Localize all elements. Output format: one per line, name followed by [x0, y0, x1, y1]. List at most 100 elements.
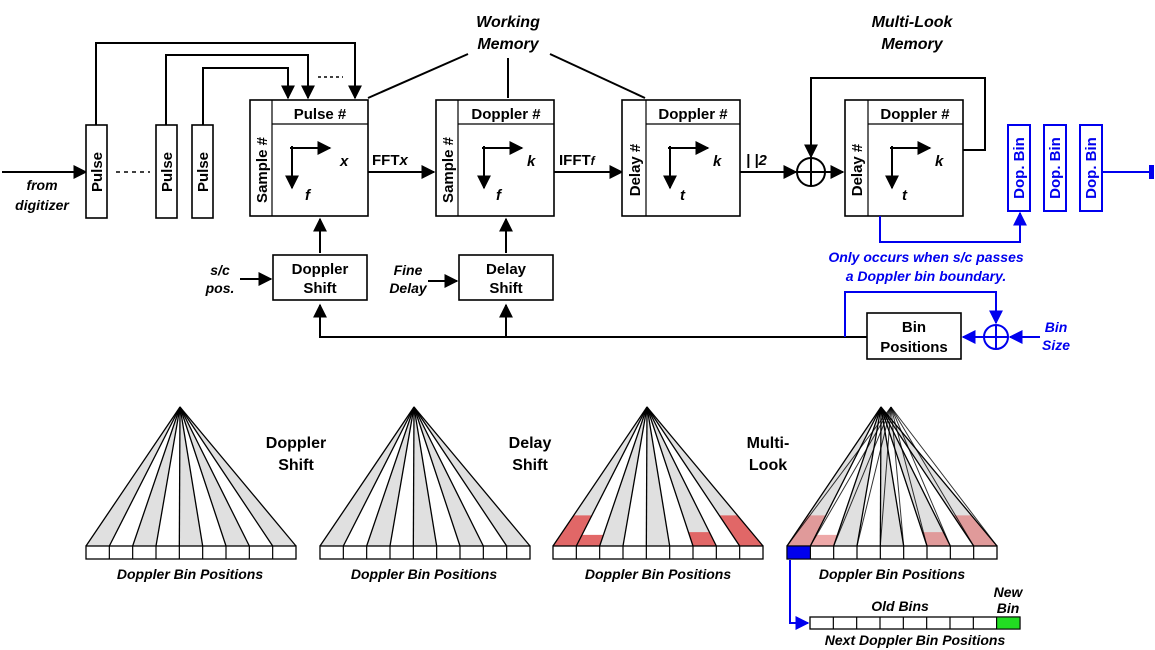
doppler-memory-block-2 [621, 99, 741, 217]
fan2-spoke [319, 406, 415, 547]
fan4-spoke [880, 406, 951, 547]
fan1-spoke [155, 406, 181, 547]
fan4-highlight [953, 515, 997, 546]
from-digitizer-label-2: digitizer [15, 197, 70, 213]
delay-shift-label-2: Shift [489, 280, 522, 297]
multilook-memory-label-2: Memory [881, 36, 943, 53]
axis-k-label-2: k [713, 153, 722, 170]
doppler-shift-label-1: Doppler [292, 261, 349, 278]
dop-bin-box-3 [1079, 124, 1103, 212]
bin-positions-label-2: Positions [880, 339, 948, 356]
bin-size-label-2: Size [1042, 337, 1070, 353]
fan3-spoke [646, 406, 741, 547]
fine-delay-label-1: Fine [394, 262, 423, 278]
ifft-label: IFFTf [559, 152, 596, 169]
delay-hash-label-2: Delay # [849, 143, 866, 196]
fan4-spoke [880, 406, 998, 547]
fan3-spoke [575, 406, 648, 547]
mag-squared-label: | |2 [746, 152, 768, 169]
dropped-bin [786, 545, 811, 560]
new-bin-cell [996, 616, 1021, 630]
fan3-highlight [719, 515, 763, 546]
pulse-feed-3 [202, 67, 295, 125]
new-bin-label-1: New [994, 584, 1024, 600]
axis-k-label-3: k [935, 153, 944, 170]
axis-f-label-1: f [305, 187, 312, 204]
fan2-title-1: Delay [509, 435, 552, 452]
from-digitizer-label-1: from [26, 177, 57, 193]
fan2-spoke [413, 406, 531, 547]
working-memory-label-1: Working [476, 14, 540, 31]
doppler-shift-label-2: Shift [303, 280, 336, 297]
working-memory-link-1 [367, 53, 469, 99]
fan4-spoke-shifted [890, 406, 998, 547]
old-bins-label: Old Bins [871, 598, 929, 614]
fft-label: FFTx [372, 152, 409, 169]
fan1-spoke [179, 406, 297, 547]
fan1-bin-strip [85, 545, 297, 560]
bin-positions-block [866, 312, 962, 360]
note-line-2: a Doppler bin boundary. [846, 268, 1007, 284]
fan3-spoke [646, 406, 764, 547]
new-bin-label-2: Bin [997, 600, 1020, 616]
dop-bin-transfer-arrow [879, 211, 1027, 243]
fan1-spoke [178, 406, 181, 547]
fan2-spoke [366, 406, 415, 547]
pulse-feed-2 [165, 54, 315, 125]
fan3-spoke [646, 406, 694, 547]
note-line-1: Only occurs when s/c passes [828, 249, 1024, 265]
fan1-title-1: Doppler [266, 435, 326, 452]
fan2-bin-strip [319, 545, 531, 560]
pulse-hash-label: Pulse # [294, 106, 347, 123]
fan4-caption: Doppler Bin Positions [819, 566, 965, 582]
fan4-bin-strip [786, 545, 998, 560]
fan1-caption: Doppler Bin Positions [117, 566, 263, 582]
sc-pos-label-1: s/c [210, 262, 230, 278]
fan1-spoke [108, 406, 181, 547]
fan1-spoke [132, 406, 181, 547]
doppler-hash-label-1: Doppler # [471, 106, 541, 123]
fan1-spoke [85, 406, 181, 547]
fan3-bin-strip [552, 545, 764, 560]
pulse-label-3: Pulse [195, 152, 212, 192]
fan1-title-2: Shift [278, 457, 314, 474]
fan4-spoke [879, 406, 882, 547]
fan1-spoke [179, 406, 204, 547]
fan3-highlight [576, 534, 604, 546]
working-memory-link-3 [549, 53, 646, 99]
fan3-spoke [622, 406, 648, 547]
pulse-feed-1 [95, 42, 362, 125]
fan4-spoke [880, 406, 975, 547]
fan3-highlight [688, 532, 717, 546]
fan4-highlight [922, 532, 951, 546]
fan2-spoke [413, 406, 461, 547]
fan4-highlight [810, 534, 838, 546]
fan4-spoke [786, 406, 882, 547]
fan4-spoke [856, 406, 882, 547]
fan4-spoke [833, 406, 882, 547]
sample-hash-label-1: Sample # [254, 136, 271, 203]
bin-loop [844, 291, 1003, 337]
axis-f-label-2: f [496, 187, 503, 204]
fan1-spoke [179, 406, 274, 547]
fan3-spoke [599, 406, 648, 547]
axis-x-label: x [339, 153, 349, 170]
multilook-memory-label-1: Multi-Look [872, 14, 954, 31]
sc-pos-label-2: pos. [205, 280, 235, 296]
fan2-title-2: Shift [512, 457, 548, 474]
axis-k-label-1: k [527, 153, 536, 170]
axis-t-label-1: t [680, 187, 686, 204]
fan3-caption: Doppler Bin Positions [585, 566, 731, 582]
next-bin-strip-outline [809, 616, 1021, 630]
fan2-spoke [413, 406, 438, 547]
fan1-spoke [179, 406, 250, 547]
fan3-title-1: Multi- [747, 435, 790, 452]
fan4-spoke [809, 406, 882, 547]
fan3-spoke [646, 406, 671, 547]
dop-bin-box-2 [1043, 124, 1067, 212]
doppler-hash-label-2: Doppler # [658, 106, 728, 123]
fan4-spoke-shifted [890, 406, 975, 547]
fan4-spoke [880, 406, 928, 547]
dop-bin-label-1: Dop. Bin [1011, 137, 1028, 199]
